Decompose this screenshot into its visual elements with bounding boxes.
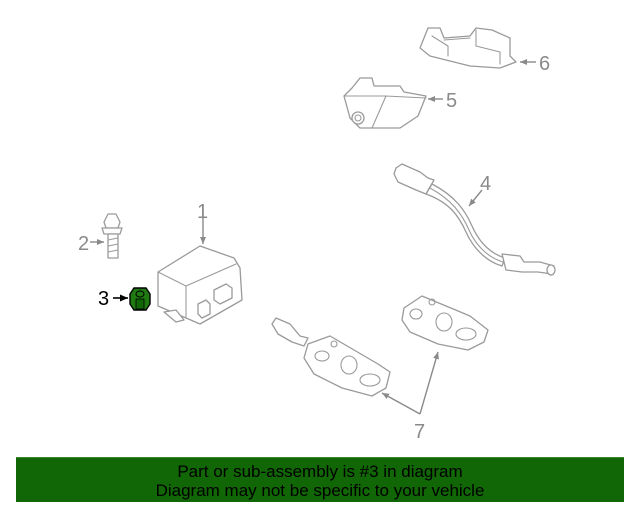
- banner-line-2: Diagram may not be specific to your vehi…: [155, 481, 485, 500]
- callout-6[interactable]: 6: [539, 53, 550, 75]
- callout-1[interactable]: 1: [197, 201, 208, 223]
- callout-2[interactable]: 2: [78, 233, 89, 255]
- part-3-nut[interactable]: 3: [98, 287, 151, 311]
- part-5-camera-housing[interactable]: 5: [343, 77, 457, 129]
- callout-7[interactable]: 7: [414, 421, 425, 443]
- callout-5[interactable]: 5: [446, 90, 457, 112]
- part-7-key-fobs[interactable]: 7: [271, 295, 489, 443]
- info-banner: Part or sub-assembly is #3 in diagram Di…: [16, 457, 624, 502]
- part-6-bracket[interactable]: 6: [419, 27, 550, 75]
- callout-3[interactable]: 3: [98, 288, 109, 310]
- banner-line-1: Part or sub-assembly is #3 in diagram: [177, 462, 463, 481]
- part-2-bolt[interactable]: 2: [78, 213, 123, 259]
- part-1-control-module[interactable]: 1: [157, 201, 243, 325]
- part-4-sensor-harness[interactable]: 4: [393, 163, 556, 276]
- callout-4[interactable]: 4: [480, 173, 491, 195]
